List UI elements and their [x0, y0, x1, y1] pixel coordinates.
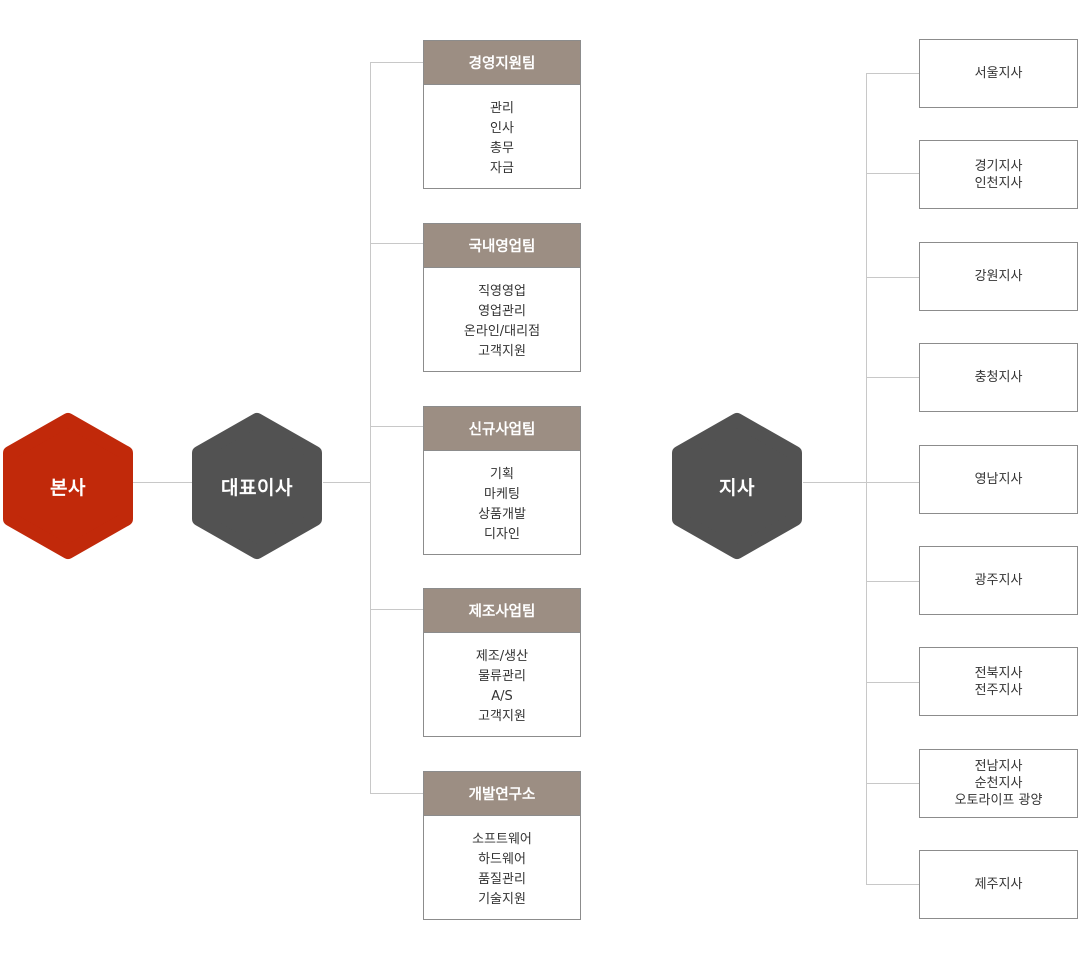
branch-box-jeonbuk-jeonju: 전북지사 전주지사	[919, 647, 1078, 716]
branch-box-gangwon: 강원지사	[919, 242, 1078, 311]
team-duty-item: 온라인/대리점	[463, 324, 541, 339]
team-box-domestic-sales: 국내영업팀 직영영업 영업관리 온라인/대리점 고객지원	[423, 223, 581, 372]
team-box-manufacturing: 제조사업팀 제조/생산 물류관리 A/S 고객지원	[423, 588, 581, 737]
team-box-new-business: 신규사업팀 기획 마케팅 상품개발 디자인	[423, 406, 581, 555]
team-duty-item: 물류관리	[478, 669, 526, 684]
hq-node: 본사	[1, 411, 135, 561]
team-duty-item: 영업관리	[478, 304, 526, 319]
ceo-label: 대표이사	[221, 476, 293, 499]
branch-box-seoul: 서울지사	[919, 39, 1078, 108]
team-duty-item: 소프트웨어	[472, 832, 532, 847]
team-duty-item: 상품개발	[478, 507, 526, 522]
branch-name: 경기지사	[974, 158, 1023, 174]
team-duty-list: 소프트웨어 하드웨어 품질관리 기술지원	[424, 816, 580, 910]
team-duty-item: 직영영업	[478, 284, 526, 299]
branch-box-jeonnam-suncheon-gwangyang: 전남지사 순천지사 오토라이프 광양	[919, 749, 1078, 818]
team-duty-item: 하드웨어	[478, 852, 526, 867]
team-duty-item: 디자인	[484, 527, 520, 542]
team-duty-item: 관리	[490, 101, 514, 116]
team-box-management: 경영지원팀 관리 인사 총무 자금	[423, 40, 581, 189]
hq-hexagon	[3, 413, 133, 559]
team-duty-item: 고객지원	[478, 709, 526, 724]
team-title: 신규사업팀	[424, 407, 580, 451]
team-duty-item: 고객지원	[478, 344, 526, 359]
team-duty-item: A/S	[491, 689, 513, 704]
branch-label: 지사	[719, 476, 755, 499]
ceo-hexagon	[192, 413, 322, 559]
branch-name: 제주지사	[974, 877, 1023, 892]
branch-box-gwangju: 광주지사	[919, 546, 1078, 615]
team-duty-item: 마케팅	[484, 487, 520, 502]
hexagon-shape	[3, 413, 133, 559]
branch-name: 인천지사	[974, 175, 1023, 191]
team-duty-item: 품질관리	[478, 872, 526, 887]
team-duty-list: 직영영업 영업관리 온라인/대리점 고객지원	[424, 268, 580, 362]
team-duty-item: 기획	[490, 467, 514, 482]
branch-hexagon	[672, 413, 802, 559]
team-duty-list: 제조/생산 물류관리 A/S 고객지원	[424, 633, 580, 727]
branch-name: 전주지사	[974, 682, 1023, 698]
branch-name: 서울지사	[974, 66, 1023, 81]
branch-name: 영남지사	[974, 472, 1023, 487]
team-title: 제조사업팀	[424, 589, 580, 633]
branch-name: 전남지사	[974, 759, 1023, 774]
branch-name: 순천지사	[974, 776, 1023, 791]
branch-name: 강원지사	[974, 269, 1023, 284]
hexagon-shape	[672, 413, 802, 559]
team-title: 개발연구소	[424, 772, 580, 816]
team-title: 국내영업팀	[424, 224, 580, 268]
branch-box-jeju: 제주지사	[919, 850, 1078, 919]
team-duty-item: 인사	[490, 121, 514, 136]
branch-box-yeongnam: 영남지사	[919, 445, 1078, 514]
ceo-node: 대표이사	[190, 411, 324, 561]
team-duty-item: 자금	[490, 161, 514, 176]
team-box-rnd-lab: 개발연구소 소프트웨어 하드웨어 품질관리 기술지원	[423, 771, 581, 920]
team-duty-item: 기술지원	[478, 892, 526, 907]
branch-node: 지사	[670, 411, 804, 561]
team-duty-list: 기획 마케팅 상품개발 디자인	[424, 451, 580, 545]
branch-box-chungcheong: 충청지사	[919, 343, 1078, 412]
team-duty-item: 제조/생산	[475, 649, 529, 664]
branch-box-gyeonggi-incheon: 경기지사 인천지사	[919, 140, 1078, 209]
team-duty-item: 총무	[490, 141, 514, 156]
branch-name: 충청지사	[974, 370, 1023, 385]
branch-name: 오토라이프 광양	[954, 793, 1043, 808]
hexagon-shape	[192, 413, 322, 559]
branch-name: 전북지사	[974, 665, 1023, 681]
team-title: 경영지원팀	[424, 41, 580, 85]
hq-label: 본사	[50, 476, 86, 499]
team-duty-list: 관리 인사 총무 자금	[424, 85, 580, 179]
branch-name: 광주지사	[974, 573, 1023, 588]
